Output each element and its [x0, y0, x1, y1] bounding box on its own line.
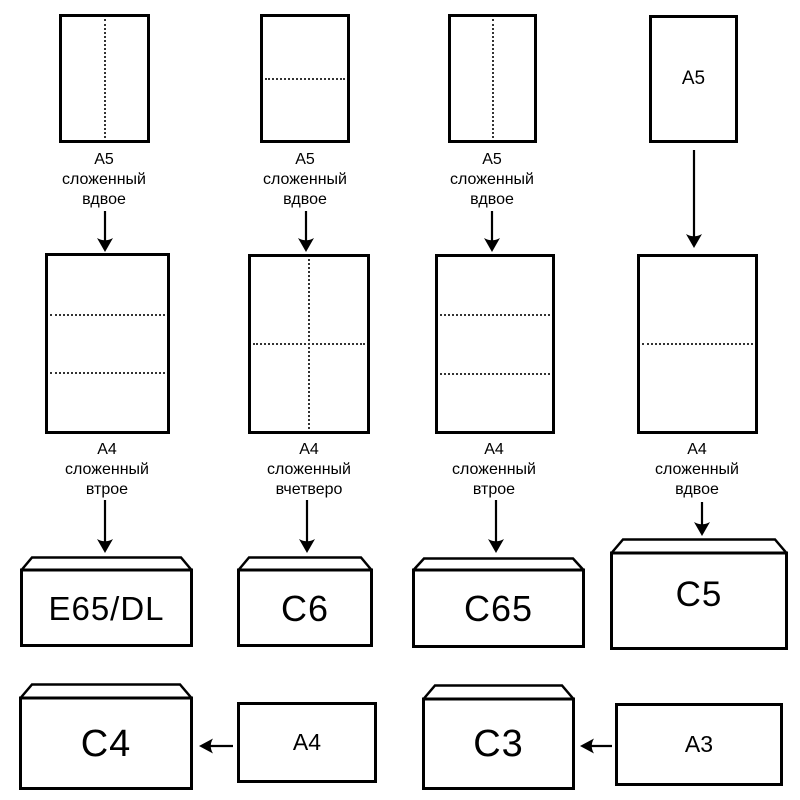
- caption-a5-col3: А5 сложенный вдвое: [450, 151, 534, 208]
- envelope-e65dl: E65/DL: [20, 556, 193, 647]
- envelope-c3-label: C3: [473, 723, 524, 765]
- sheet-a4-flat-label: А4: [292, 729, 322, 755]
- envelope-c4: C4: [19, 683, 193, 790]
- arrow-down-col2-a5: [298, 211, 314, 252]
- arrow-down-col3-a4: [488, 500, 504, 553]
- envelope-flap: [422, 684, 575, 701]
- arrow-left-a3-c3: [580, 738, 612, 754]
- envelope-body: [20, 568, 193, 647]
- fold-line-vertical: [103, 19, 106, 138]
- fold-line-third-upper: [440, 314, 550, 317]
- sheet-a5-col3: [448, 14, 537, 143]
- envelope-body: [412, 568, 585, 648]
- caption-a5-col1: А5 сложенный вдвое: [62, 151, 146, 208]
- sheet-a3-flat: А3: [615, 703, 783, 786]
- arrow-down-col4-a4: [694, 502, 710, 536]
- envelope-flap: [412, 557, 585, 572]
- arrow-down-col2-a4: [299, 500, 315, 553]
- caption-a5-col2: А5 сложенный вдвое: [263, 151, 347, 208]
- fold-line-horizontal: [642, 343, 753, 345]
- envelope-flap: [237, 556, 373, 572]
- envelope-c3: C3: [422, 684, 575, 790]
- sheet-a4-flat: А4: [237, 702, 377, 783]
- envelope-body: [422, 697, 575, 790]
- fold-line-horizontal: [253, 343, 365, 345]
- envelope-c4-label: C4: [80, 722, 132, 765]
- envelope-body: [237, 568, 373, 647]
- envelope-body: [610, 551, 788, 650]
- fold-line-vertical: [491, 19, 494, 138]
- envelope-flap: [20, 556, 193, 572]
- fold-line-third-lower: [440, 372, 550, 375]
- envelope-flap: [19, 683, 193, 700]
- envelope-flap: [610, 538, 788, 555]
- envelope-c5-label: C5: [675, 574, 723, 614]
- fold-line-horizontal: [265, 77, 345, 80]
- fold-line-third-lower: [50, 372, 165, 375]
- envelope-c65: C65: [412, 557, 585, 648]
- envelope-c65-label: C65: [463, 588, 534, 629]
- fold-line-third-upper: [50, 313, 165, 316]
- caption-a4-col1: А4 сложенный втрое: [65, 441, 149, 498]
- envelope-c6-label: C6: [280, 587, 330, 629]
- sheet-a4-col3: [435, 254, 555, 434]
- sheet-a5-col1: [59, 14, 150, 143]
- envelope-body: [19, 696, 193, 790]
- sheet-a4-col1: [45, 253, 170, 434]
- sheet-a5-col4: А5: [649, 15, 738, 143]
- sheet-a4-col4: [637, 254, 758, 434]
- sheet-a5-col2: [260, 14, 350, 143]
- envelope-c6: C6: [237, 556, 373, 647]
- arrow-down-col1-a5: [97, 211, 113, 252]
- envelope-e65dl-label: E65/DL: [48, 589, 165, 627]
- sheet-a3-flat-label: А3: [684, 731, 714, 757]
- arrow-down-col1-a4: [97, 500, 113, 553]
- sheet-a5-col4-label: А5: [681, 68, 706, 89]
- envelope-c5: C5: [610, 538, 788, 650]
- arrow-down-col3-a5: [484, 211, 500, 252]
- arrow-down-col4-a5: [686, 150, 702, 248]
- caption-a4-col4: А4 сложенный вдвое: [655, 441, 739, 498]
- caption-a4-col2: А4 сложенный вчетверо: [267, 441, 351, 498]
- sheet-a4-col2: [248, 254, 370, 434]
- caption-a4-col3: А4 сложенный втрое: [452, 441, 536, 498]
- arrow-left-a4-c4: [199, 738, 233, 754]
